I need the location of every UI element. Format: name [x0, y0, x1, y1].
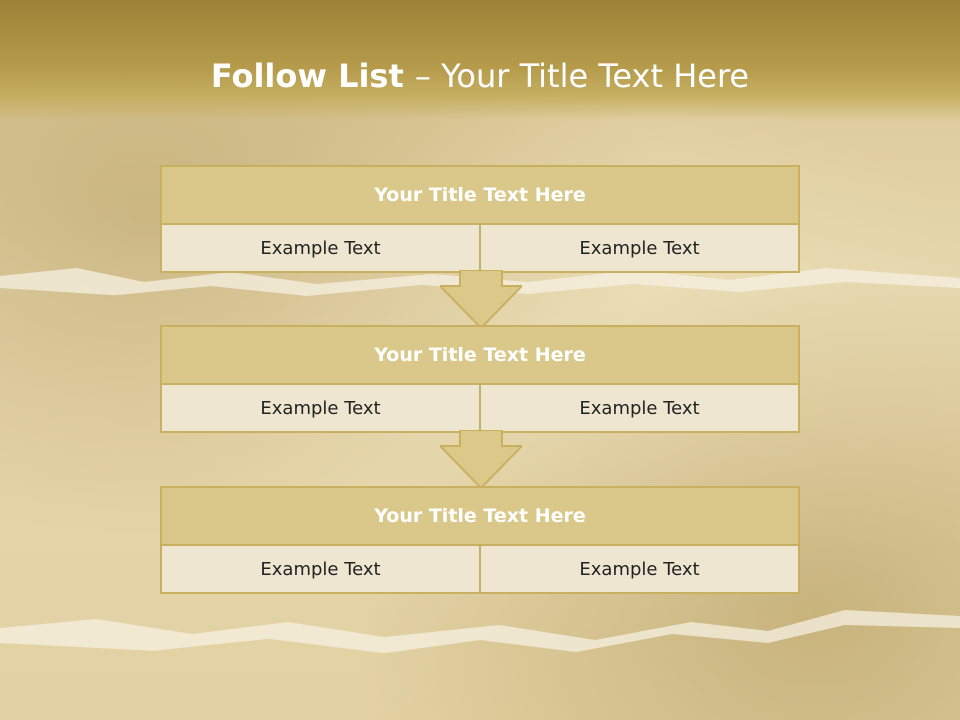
flow-step-cell-left: Example Text [260, 397, 381, 419]
down-arrow-icon [440, 270, 522, 330]
slide-title: Follow List – Your Title Text Here [0, 52, 960, 100]
flow-step-row: Example Text Example Text [162, 546, 798, 592]
flow-step-cell-right: Example Text [479, 385, 798, 431]
flow-step-row: Example Text Example Text [162, 385, 798, 431]
flow-step-cell-right: Example Text [479, 225, 798, 271]
flow-step-cell-right: Example Text [479, 546, 798, 592]
flow-step-3: Your Title Text Here Example Text Exampl… [160, 486, 800, 594]
flow-step-row: Example Text Example Text [162, 225, 798, 271]
slide-title-bold: Follow List [210, 57, 415, 95]
flow-step-title: Your Title Text Here [162, 488, 798, 546]
flow-step-2: Your Title Text Here Example Text Exampl… [160, 325, 800, 433]
slide-title-rest: – Your Title Text Here [414, 57, 750, 95]
flow-step-cell-left: Example Text [260, 237, 381, 259]
flow-step-title: Your Title Text Here [162, 327, 798, 385]
flow-step-title: Your Title Text Here [162, 167, 798, 225]
flow-step-cell-left: Example Text [260, 558, 381, 580]
flow-step-1: Your Title Text Here Example Text Exampl… [160, 165, 800, 273]
title-banner [0, 0, 960, 120]
down-arrow-icon [440, 430, 522, 490]
